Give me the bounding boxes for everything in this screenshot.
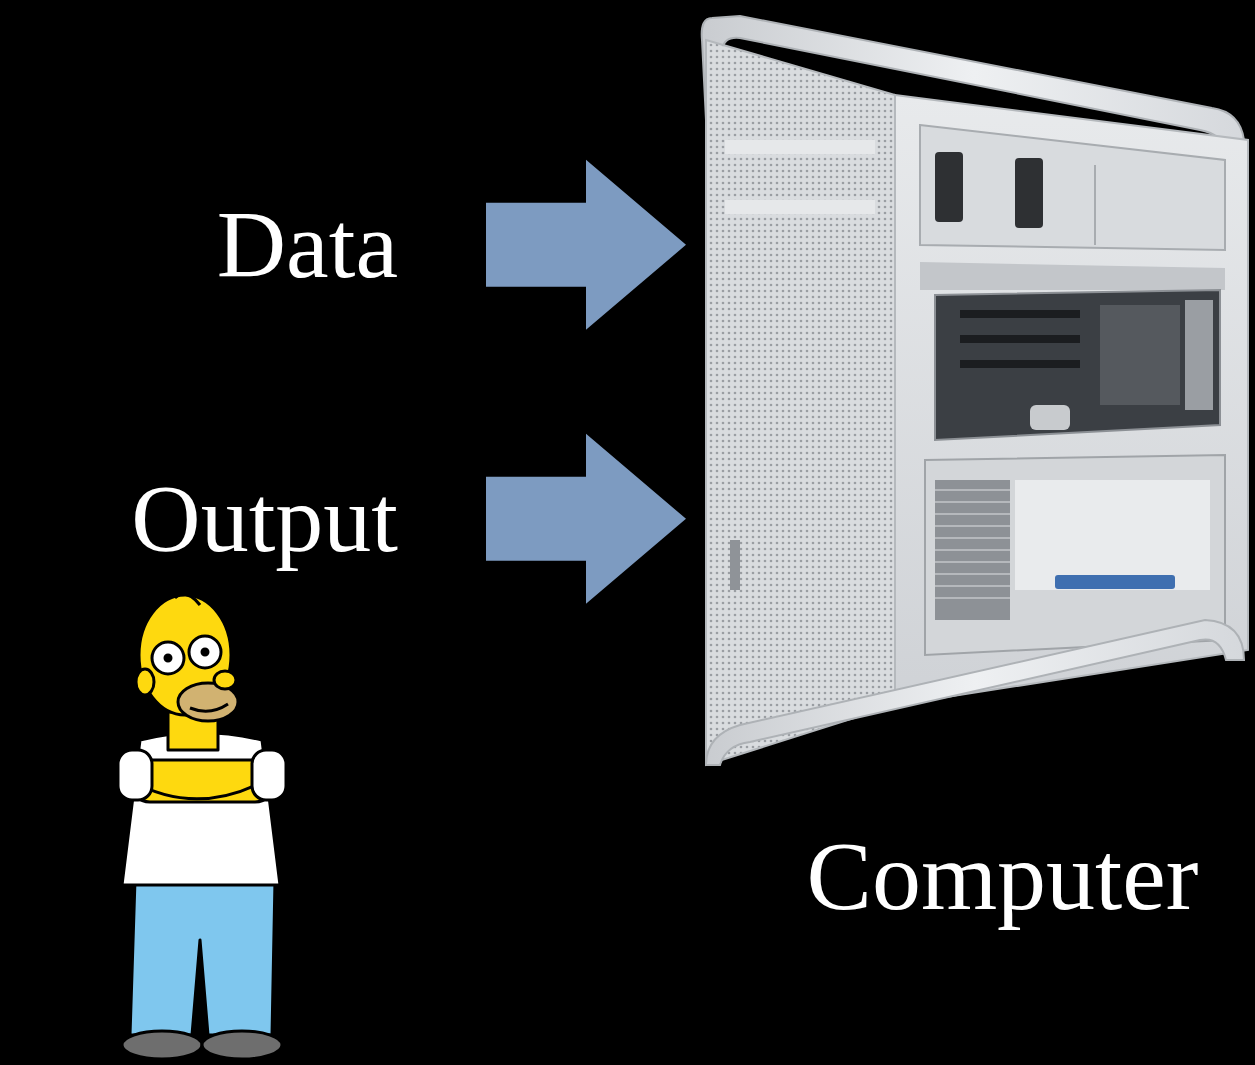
block-arrow: [486, 434, 686, 604]
pci-slot: [960, 335, 1080, 343]
bay-rail: [920, 262, 1225, 290]
pci-slot: [960, 360, 1080, 368]
pci-board: [935, 290, 1220, 440]
ear: [136, 669, 154, 695]
drive-bay: [920, 125, 1225, 250]
pupil: [202, 649, 208, 655]
side-panel: [895, 95, 1248, 705]
latch: [1030, 405, 1070, 430]
input-label: Output: [131, 466, 398, 572]
sleeve: [118, 750, 152, 800]
eye: [152, 642, 184, 674]
mouth: [190, 704, 228, 711]
sleeve: [252, 750, 286, 800]
memory-cover: [1015, 480, 1210, 590]
shoe: [122, 1031, 202, 1059]
computer-caption: Computer: [750, 823, 1255, 931]
bottom-handle: [706, 620, 1244, 765]
front-slot: [725, 140, 875, 154]
pupil: [165, 655, 171, 661]
node-text: Data: [217, 192, 398, 298]
pants: [130, 880, 275, 1035]
heatsink: [935, 480, 1010, 620]
heatsink-fins: [935, 490, 1010, 598]
nose: [214, 671, 236, 689]
optical-slot: [1015, 158, 1043, 228]
hair: [165, 594, 200, 605]
shoe: [202, 1031, 282, 1059]
homer-figure: [118, 590, 286, 1059]
pci-slot: [960, 310, 1080, 318]
front-slot: [725, 200, 875, 214]
bay-divider: [1094, 165, 1096, 245]
card: [1100, 305, 1180, 405]
input-label: Data: [217, 192, 398, 298]
hair: [175, 590, 212, 604]
node-text: Output: [131, 466, 398, 572]
fan-grille: [1185, 300, 1213, 410]
block-arrow: [486, 160, 686, 330]
computer-node: Computer: [690, 12, 1255, 942]
computer-illustration: [702, 16, 1248, 765]
front-ports: [730, 540, 740, 590]
front-grille: [706, 40, 895, 765]
eye: [189, 636, 221, 668]
optical-slot: [935, 152, 963, 222]
memory-module: [1055, 575, 1175, 589]
